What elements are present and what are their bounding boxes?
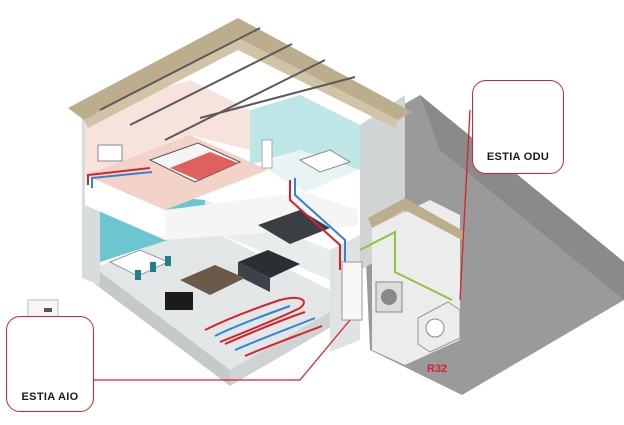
upper-slab-edge: [85, 175, 165, 240]
riser-pipes: [87, 167, 346, 270]
wall-ac-unit: [97, 144, 123, 162]
underfloor-heating-pipes: [204, 297, 323, 357]
estia-odu-label: ESTIA ODU: [486, 151, 550, 163]
estia-odu-callout: ESTIA ODU: [472, 80, 564, 174]
estia-aio-callout: ESTIA AIO: [6, 316, 94, 412]
annex-roof: [368, 198, 465, 240]
estia-aio-label: ESTIA AIO: [21, 391, 79, 403]
heat-pump-icon: [417, 301, 461, 353]
tv: [165, 292, 193, 310]
aio-connector-line: [94, 319, 351, 381]
dining-chairs: [135, 256, 171, 280]
kitchen-island-side: [238, 262, 270, 292]
sofa: [180, 265, 245, 295]
green-pipe: [359, 230, 453, 301]
bathtub: [298, 149, 352, 173]
upper-floor-bath: [260, 145, 358, 192]
refrigerant-label: R32: [427, 363, 448, 375]
floor-edge: [230, 300, 350, 386]
indoor-aio-unit: [341, 261, 363, 321]
kitchen-island: [238, 250, 300, 278]
bed-blanket: [170, 152, 238, 180]
roof-beams: [99, 27, 356, 141]
floor-edge-left: [95, 268, 230, 386]
odu-connector-line: [459, 109, 471, 301]
washing-machine-door: [381, 289, 397, 305]
radiator: [261, 139, 273, 169]
building-shadow-dark: [420, 95, 624, 300]
